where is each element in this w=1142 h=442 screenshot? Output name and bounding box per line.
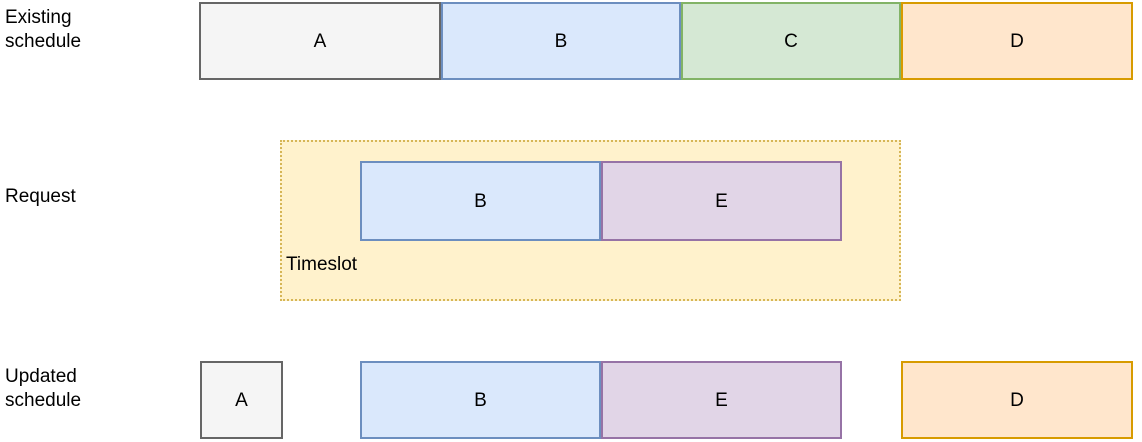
- request-task-e[interactable]: E: [601, 161, 842, 241]
- request-task-b-label: B: [474, 190, 487, 212]
- existing-task-c-label: C: [784, 30, 798, 52]
- row-label-updated-schedule: Updated schedule: [5, 366, 82, 411]
- updated-task-b-label: B: [474, 389, 487, 411]
- updated-task-a-label: A: [235, 389, 248, 411]
- row-label-existing-schedule: Existing schedule: [5, 7, 82, 52]
- updated-task-d[interactable]: D: [901, 361, 1133, 439]
- updated-task-d-label: D: [1010, 389, 1024, 411]
- existing-task-d-label: D: [1010, 30, 1024, 52]
- existing-task-c[interactable]: C: [681, 2, 901, 80]
- updated-task-e-label: E: [715, 389, 728, 411]
- request-task-e-label: E: [715, 190, 728, 212]
- updated-task-a[interactable]: A: [200, 361, 283, 439]
- existing-task-a[interactable]: A: [199, 2, 441, 80]
- existing-task-d[interactable]: D: [901, 2, 1133, 80]
- existing-task-a-label: A: [313, 30, 327, 52]
- existing-task-b[interactable]: B: [441, 2, 681, 80]
- request-timeslot-label: Timeslot: [286, 254, 358, 275]
- updated-task-e[interactable]: E: [601, 361, 842, 439]
- row-label-request: Request: [5, 186, 76, 207]
- existing-task-b-label: B: [554, 30, 568, 52]
- request-task-b[interactable]: B: [360, 161, 601, 241]
- updated-task-b[interactable]: B: [360, 361, 601, 439]
